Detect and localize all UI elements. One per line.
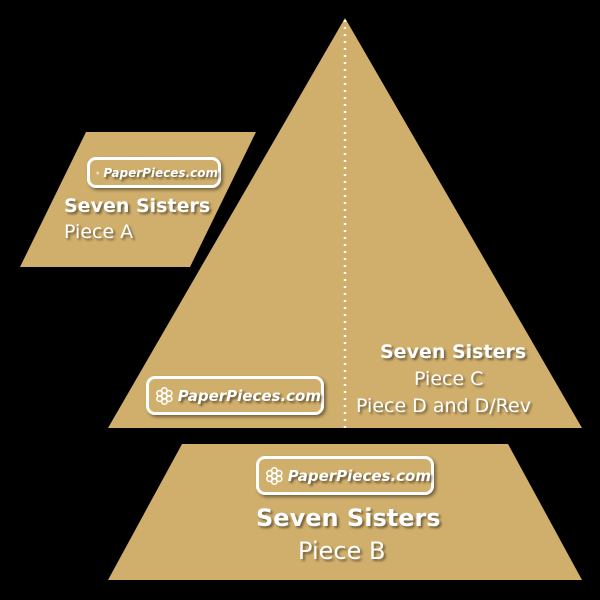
piece-c-title: Seven Sisters [380,341,527,363]
logo-text: PaperPieces.com [103,165,218,180]
hexagon-flower-icon [266,466,283,485]
logo-piece-b: PaperPieces.com [256,456,434,495]
piece-b-shape [108,444,582,580]
logo-piece-a: PaperPieces.com [87,157,221,188]
hexagon-flower-icon [156,386,173,405]
piece-a-shape [20,132,256,267]
piece-a-title: Seven Sisters [64,195,211,217]
piece-a-subtitle: Piece A [64,221,134,243]
piece-c-line1: Piece C [414,368,484,390]
piece-b-subtitle: Piece B [298,537,386,565]
logo-piece-c: PaperPieces.com [146,376,324,415]
hexagon-flower-icon [96,170,100,175]
piece-c-line2: Piece D and D/Rev [356,395,531,417]
piece-b-title: Seven Sisters [256,504,441,532]
logo-text: PaperPieces.com [287,466,431,485]
logo-text: PaperPieces.com [177,386,321,405]
